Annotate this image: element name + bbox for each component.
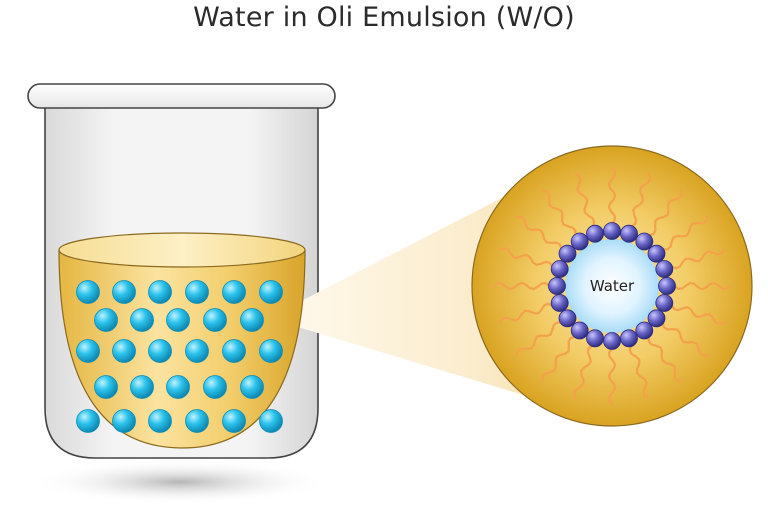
water-droplet	[130, 375, 154, 399]
oil-surface	[58, 232, 306, 268]
water-core	[565, 239, 659, 333]
water-droplet	[259, 339, 283, 363]
surfactant-tail	[574, 172, 596, 228]
surfactant-head	[586, 329, 604, 348]
water-droplet	[130, 308, 154, 332]
surfactant-head	[603, 332, 621, 350]
water-droplet	[259, 409, 283, 433]
surfactant-head	[655, 260, 674, 278]
surfactant-head	[558, 244, 577, 263]
surfactant-head	[570, 232, 589, 251]
diagram-title: Water in Oli Emulsion (W/O)	[193, 2, 575, 33]
surfactant-tail	[647, 189, 683, 237]
zoom-circle: Water	[471, 145, 753, 427]
water-droplet	[148, 339, 172, 363]
surfactant-head	[647, 244, 666, 263]
surfactant-tail	[515, 215, 563, 251]
surfactant-tail	[498, 302, 554, 324]
surfactant-head	[647, 309, 666, 328]
surfactant-tail	[670, 248, 726, 270]
water-droplet	[148, 409, 172, 433]
surfactant-tail	[670, 304, 726, 326]
surfactant-tail	[492, 281, 551, 291]
water-droplet	[185, 339, 209, 363]
surfactant-head	[635, 232, 654, 251]
surfactant-head	[655, 294, 674, 312]
surfactant-tail	[515, 321, 563, 357]
water-droplet	[259, 280, 283, 304]
surfactant-head	[586, 224, 604, 243]
surfactant-tail	[607, 166, 617, 225]
surfactant-tails	[492, 166, 732, 406]
surfactant-head	[620, 224, 638, 243]
surfactant-tail	[498, 246, 554, 268]
surfactant-tail	[541, 335, 577, 383]
water-droplet	[166, 308, 190, 332]
surfactant-tail	[647, 335, 683, 383]
surfactant-head	[550, 294, 569, 312]
water-droplet	[222, 339, 246, 363]
water-droplet	[203, 308, 227, 332]
surfactant-head	[658, 277, 676, 295]
surfactant-head	[635, 321, 654, 340]
surfactant-tail	[661, 215, 709, 251]
surfactant-heads	[548, 222, 676, 350]
water-droplet	[166, 375, 190, 399]
surfactant-head	[550, 260, 569, 278]
surfactant-head	[570, 321, 589, 340]
surfactant-tail	[572, 344, 594, 400]
water-droplet	[112, 409, 136, 433]
water-droplet	[222, 409, 246, 433]
surfactant-tail	[673, 281, 732, 291]
water-core-label: Water	[590, 277, 635, 295]
water-droplet	[185, 409, 209, 433]
surfactant-head	[548, 277, 566, 295]
water-droplet	[112, 339, 136, 363]
surfactant-tail	[628, 344, 650, 400]
surfactant-head	[603, 222, 621, 240]
water-droplet	[185, 280, 209, 304]
water-droplet	[203, 375, 227, 399]
water-droplets	[76, 280, 283, 433]
surfactant-tail	[607, 347, 617, 406]
water-droplet	[112, 280, 136, 304]
water-droplet	[94, 308, 118, 332]
water-droplet	[148, 280, 172, 304]
surfactant-head	[620, 329, 638, 348]
water-droplet	[240, 308, 264, 332]
water-droplet	[76, 280, 100, 304]
water-droplet	[76, 409, 100, 433]
beaker-rim	[27, 83, 336, 109]
water-droplet	[222, 280, 246, 304]
surfactant-tail	[630, 172, 652, 228]
beaker-shadow	[30, 460, 330, 504]
water-droplet	[240, 375, 264, 399]
water-droplet	[94, 375, 118, 399]
surfactant-head	[558, 309, 577, 328]
water-droplet	[76, 339, 100, 363]
surfactant-tail	[541, 189, 577, 237]
surfactant-tail	[661, 321, 709, 357]
